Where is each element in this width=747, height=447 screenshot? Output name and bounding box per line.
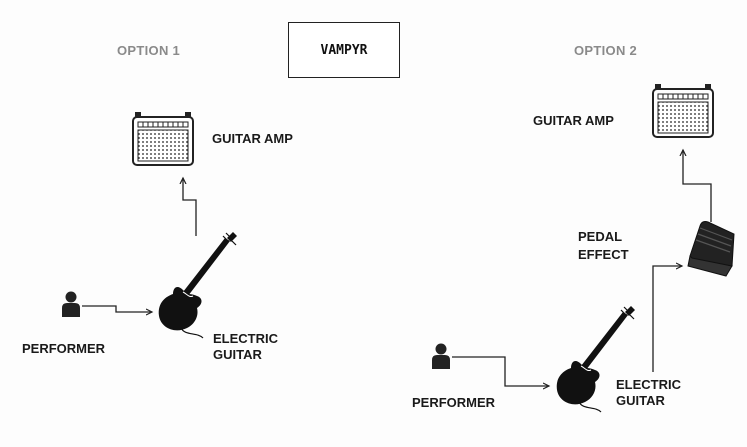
option1-heading: OPTION 1 — [117, 43, 181, 58]
option1-performer-icon — [62, 291, 80, 317]
option2-performer-to-guitar-arrow — [452, 356, 549, 386]
option2-performer-icon — [432, 343, 450, 369]
option1-guitar-label-line1: ELECTRIC — [213, 331, 278, 346]
option1-amp — [132, 111, 194, 166]
option1-performer-label: PERFORMER — [22, 341, 106, 356]
option2-pedal-icon — [687, 220, 735, 277]
title-box: VAMPYR — [288, 22, 400, 78]
option2-performer-label: PERFORMER — [412, 395, 496, 410]
option1-guitar-to-amp-arrow — [183, 178, 197, 236]
option1-guitar-label-line2: GUITAR — [213, 347, 262, 362]
option2-pedal-label-line2: EFFECT — [578, 247, 629, 262]
option2-pedal-to-amp-arrow — [683, 150, 712, 222]
option2-amp — [652, 83, 714, 138]
option2-heading: OPTION 2 — [574, 43, 638, 58]
option2-amp-label: GUITAR AMP — [533, 113, 614, 128]
option2-pedal-label: PEDAL EFFECT — [578, 228, 629, 264]
option1-guitar-icon — [158, 231, 238, 339]
option2-guitar-label-line1: ELECTRIC — [616, 377, 681, 392]
option1-performer-to-guitar-arrow — [82, 305, 152, 312]
option1-guitar-label: ELECTRIC GUITAR — [213, 331, 278, 363]
option2-guitar-label-line2: GUITAR — [616, 393, 665, 408]
option2-guitar-label: ELECTRIC GUITAR — [616, 377, 681, 409]
option2-guitar-to-pedal-arrow — [652, 266, 682, 372]
option1-amp-label: GUITAR AMP — [212, 131, 293, 146]
diagram-title: VAMPYR — [320, 42, 368, 58]
option2-pedal-label-line1: PEDAL — [578, 229, 623, 244]
